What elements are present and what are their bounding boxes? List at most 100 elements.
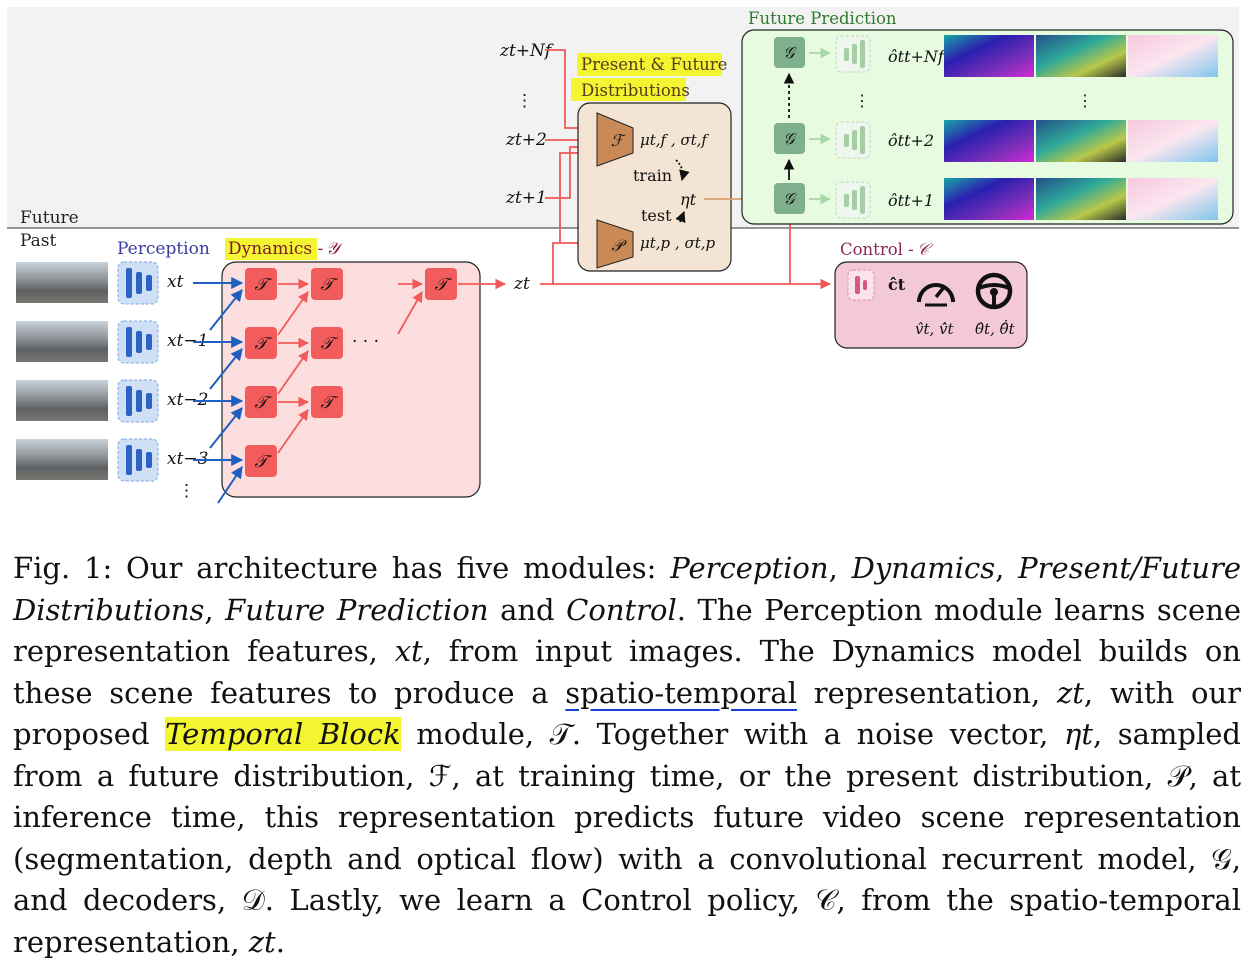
- caption-math: ηt: [1063, 717, 1093, 751]
- zt-label: zt: [513, 274, 530, 294]
- caption-span: , from input images. The Dynamics model …: [13, 634, 1241, 710]
- steering-label: θ̂t, θ̂̇t: [975, 319, 1016, 338]
- caption-fig-label: Fig. 1:: [13, 551, 113, 585]
- perception-encoders: [117, 261, 159, 482]
- caption-span: , with our proposed: [13, 675, 1241, 752]
- control-output-label: ĉt: [888, 275, 906, 294]
- temporal-block: [245, 445, 277, 477]
- input-image: [16, 380, 108, 421]
- test-arrow: [675, 210, 686, 224]
- present-distribution-encoder: [596, 219, 634, 269]
- past-label: Past: [20, 231, 57, 251]
- figure-caption: Fig. 1: Our architecture has five module…: [13, 548, 1241, 963]
- dynamics-title-highlight: [225, 238, 317, 260]
- temporal-blocks: 𝒯 𝒯 𝒯 𝒯 𝒯 𝒯 𝒯 𝒯: [245, 268, 457, 477]
- G-block: [774, 183, 805, 214]
- caption-highlight: Temporal Block: [165, 717, 401, 751]
- depth-output: [1036, 178, 1126, 220]
- distributions-title-line2: Distributions: [581, 81, 690, 100]
- G-block-label: 𝒢: [783, 129, 797, 148]
- dynamics-ellipsis: · · ·: [352, 332, 379, 352]
- steering-wheel-icon: [975, 272, 1013, 310]
- caption-math: xt: [394, 634, 423, 668]
- input-feature-label: xt: [167, 272, 184, 292]
- perception-title: Perception: [117, 239, 210, 259]
- architecture-diagram: Future Past Perception xt xt−1 xt−2 xt−3…: [7, 7, 1239, 504]
- caption-module: Control: [566, 592, 677, 627]
- future-label: Future: [20, 208, 79, 228]
- caption-span: .: [275, 924, 285, 959]
- G-block: [774, 37, 805, 68]
- input-feature-label: xt−3: [167, 449, 208, 469]
- input-feature-label: xt−1: [167, 331, 208, 351]
- control-symbol: 𝒞: [917, 240, 934, 259]
- temporal-block: [425, 268, 457, 300]
- flow-output: [1128, 178, 1218, 220]
- output-label: ôtt+1: [888, 191, 934, 210]
- input-feature-label: xt−2: [167, 390, 208, 410]
- caption-math: zt: [248, 924, 276, 959]
- future-prediction-vdots: ⋮: [854, 91, 870, 110]
- future-prediction-title: Future Prediction: [748, 9, 897, 28]
- perception-arrows: [193, 277, 244, 504]
- future-distribution-symbol: ℱ: [611, 131, 627, 150]
- z-future-label: zt+2: [505, 130, 547, 150]
- temporal-block: [311, 386, 343, 418]
- segmentation-output: [944, 178, 1034, 220]
- dynamics-arrows: [277, 278, 507, 454]
- caption-module: Perception: [670, 551, 829, 585]
- caption-underlined: spatio-temporal: [565, 675, 797, 710]
- decoder-icon: [835, 35, 871, 73]
- depth-output: [1036, 120, 1126, 162]
- caption-module: Future Prediction: [225, 592, 489, 627]
- segmentation-output: [944, 120, 1034, 162]
- test-label: test: [641, 206, 672, 225]
- distributions-title-highlight: [577, 53, 722, 76]
- perception-encoder-icon: [117, 438, 159, 482]
- G-block-label: 𝒢: [783, 189, 797, 208]
- caption-span: , sampled from a future distribution, ℱ,…: [13, 717, 1241, 959]
- output-label: ôtt+Nf: [888, 47, 947, 66]
- control-decoder-icon: [847, 269, 875, 301]
- dynamics-symbol: 𝒴: [326, 239, 344, 259]
- perception-encoder-icon: [117, 379, 159, 423]
- temporal-block: [245, 327, 277, 359]
- future-prediction-vdots: ⋮: [1077, 91, 1093, 110]
- G-block-label: 𝒢: [783, 43, 797, 62]
- caption-span: and: [488, 592, 567, 627]
- dynamics-title: Dynamics -: [228, 239, 323, 259]
- caption-span: representation,: [797, 675, 1057, 710]
- input-image: [16, 321, 108, 362]
- speedometer-icon: [917, 283, 955, 307]
- caption-span: module, 𝒯. Together with a noise vector,: [400, 717, 1064, 751]
- caption-span: . The Perception module learns scene rep…: [13, 592, 1242, 669]
- present-distribution-params: μt,p , σt,p: [640, 234, 715, 252]
- caption-span: ,: [204, 592, 226, 627]
- z-future-label: zt+1: [505, 188, 547, 208]
- caption-span: ,: [828, 551, 852, 585]
- eta-label: ηt: [680, 190, 697, 209]
- distributions-title-highlight: [571, 78, 686, 101]
- flow-output: [1128, 35, 1218, 77]
- perception-encoder-icon: [117, 261, 159, 305]
- caption-math: zt: [1056, 675, 1084, 710]
- caption-module: Present/Future Distributions: [13, 551, 1241, 627]
- caption-module: Dynamics: [851, 551, 996, 585]
- input-images: [16, 262, 108, 480]
- future-prediction-rows: 𝒢 ôtt+Nf ⋮ ⋮ 𝒢 ôtt+2 𝒢: [774, 35, 1218, 220]
- distributions-title-line1: Present & Future: [581, 55, 727, 74]
- output-label: ôtt+2: [888, 131, 934, 150]
- control-title: Control -: [840, 240, 914, 259]
- caption-span: ,: [995, 551, 1019, 585]
- input-image: [16, 262, 108, 303]
- caption-text: Fig. 1: Our architecture has five module…: [13, 548, 1241, 963]
- future-distribution-encoder: [596, 112, 634, 167]
- depth-output: [1036, 35, 1126, 77]
- temporal-block: [311, 268, 343, 300]
- train-label: train: [633, 166, 672, 185]
- input-image: [16, 439, 108, 480]
- inputs-vdots: ⋮: [178, 481, 195, 501]
- z-future-vdots: ⋮: [516, 91, 533, 111]
- future-distribution-params: μt,f , σt,f: [640, 131, 709, 149]
- G-block: [774, 123, 805, 154]
